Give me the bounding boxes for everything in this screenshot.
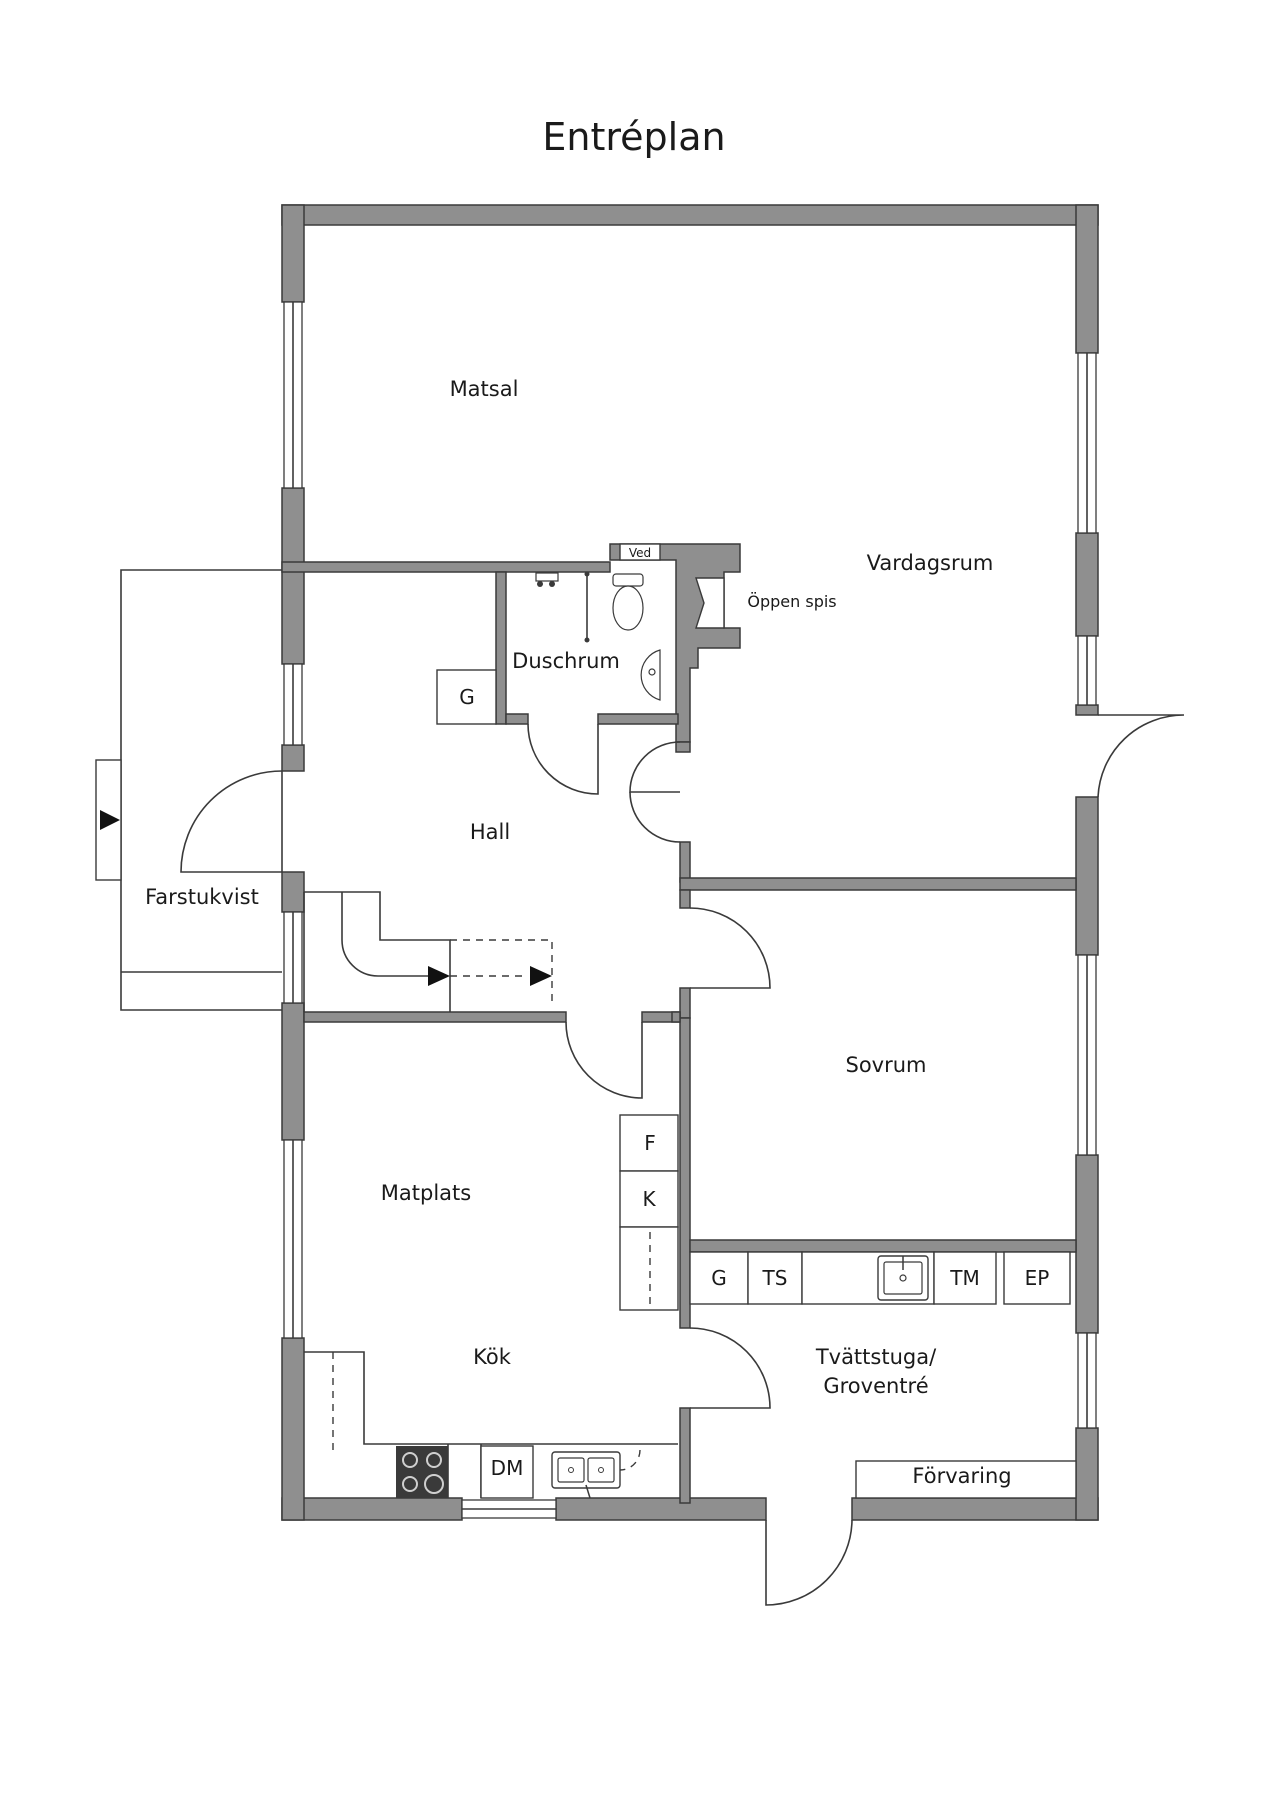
- label-dishwasher: DM: [491, 1456, 524, 1480]
- stair-arrow-icon: [530, 966, 552, 986]
- label-washer: TM: [949, 1266, 979, 1290]
- laundry-cabinet: [689, 1251, 749, 1305]
- plan-title: Entréplan: [542, 115, 725, 159]
- shower-door: [527, 723, 599, 795]
- room-label-kok: Kök: [473, 1345, 512, 1369]
- fixture-labels: G F K DM G TS TM EP: [459, 685, 1049, 1480]
- living-door-a: [629, 741, 681, 793]
- kitchen-counter: [304, 1351, 678, 1499]
- doors: [180, 714, 1185, 1606]
- interior-walls: [281, 543, 1077, 1504]
- room-label-vardagsrum: Vardagsrum: [867, 551, 994, 575]
- label-electric-panel: EP: [1025, 1266, 1050, 1290]
- label-hall-g: G: [459, 685, 475, 709]
- wood-storage: [619, 543, 661, 561]
- exterior-walls: [281, 204, 1099, 1521]
- dryer: [747, 1251, 803, 1305]
- entry-door: [180, 770, 283, 873]
- room-label-matsal: Matsal: [450, 377, 519, 401]
- kitchen-sink-icon: [551, 1451, 621, 1499]
- shower-head-icon: [535, 572, 559, 587]
- living-door-b: [629, 791, 681, 843]
- room-label-forvaring: Förvaring: [912, 1464, 1011, 1488]
- laundry-sink-icon: [877, 1255, 929, 1301]
- bedroom-door: [689, 907, 771, 989]
- room-label-duschrum: Duschrum: [512, 649, 620, 673]
- laundry-door: [689, 1327, 771, 1409]
- freezer: [619, 1170, 679, 1228]
- room-label-hall: Hall: [470, 820, 510, 844]
- room-label-matplats: Matplats: [381, 1181, 471, 1205]
- room-label-farstukvist: Farstukvist: [145, 885, 259, 909]
- back-door: [765, 1519, 853, 1606]
- laundry-counter: [689, 1251, 1077, 1499]
- bathroom-fixtures: [535, 571, 661, 701]
- dishwasher: [480, 1445, 534, 1499]
- label-fridge: F: [644, 1131, 656, 1155]
- porch: [95, 569, 282, 1011]
- entry-arrow-icon: [100, 810, 120, 830]
- terrace-door: [1097, 714, 1185, 798]
- sink-icon: [640, 649, 661, 701]
- electric-panel: [1003, 1251, 1071, 1305]
- tall-cabinet: [619, 1226, 679, 1311]
- label-laundry-g: G: [711, 1266, 727, 1290]
- room-label-groventre: Groventré: [823, 1374, 928, 1398]
- room-label-tvattstuga: Tvättstuga/: [815, 1345, 937, 1369]
- washer: [933, 1251, 997, 1305]
- label-freezer: K: [642, 1187, 656, 1211]
- windows: [283, 301, 1097, 1519]
- fridge-column: [619, 1114, 679, 1311]
- stair-arrow-icon: [428, 966, 450, 986]
- room-labels: Matsal Vardagsrum Öppen spis Ved Duschru…: [145, 377, 1011, 1488]
- toilet-icon: [612, 573, 644, 631]
- label-ved: Ved: [629, 546, 651, 560]
- staircase: [303, 891, 553, 1012]
- label-dryer: TS: [762, 1266, 788, 1290]
- room-label-sovrum: Sovrum: [845, 1053, 926, 1077]
- label-oppen-spis: Öppen spis: [747, 592, 836, 611]
- kitchen-door: [565, 1021, 643, 1099]
- storage: [855, 1460, 1077, 1499]
- hall-cabinet: [436, 669, 497, 725]
